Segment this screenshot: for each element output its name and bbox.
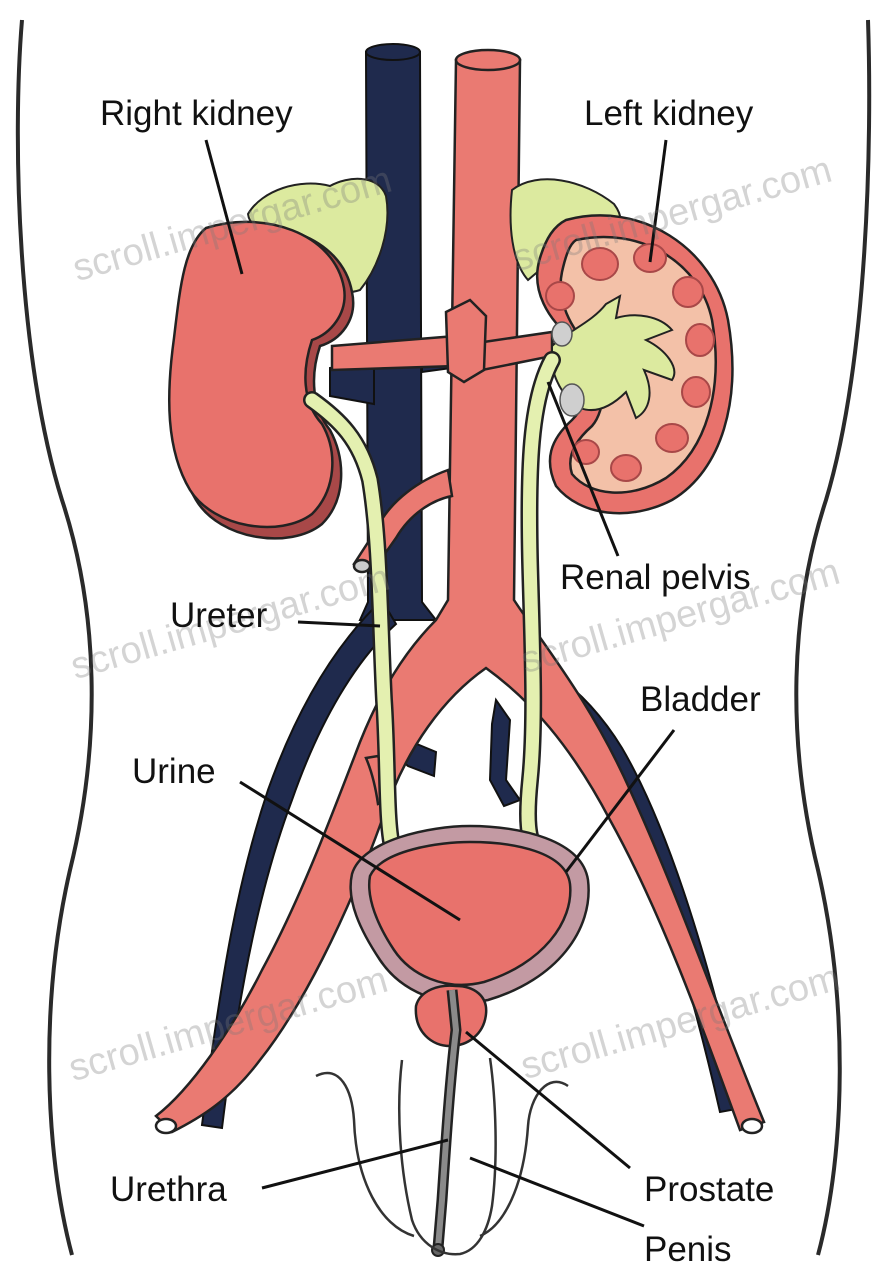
label-left-kidney: Left kidney — [584, 96, 753, 131]
label-urine: Urine — [132, 754, 216, 789]
label-right-kidney: Right kidney — [100, 96, 293, 131]
right-kidney — [169, 222, 353, 539]
label-ureter: Ureter — [170, 598, 267, 633]
label-bladder: Bladder — [640, 682, 761, 717]
label-prostate: Prostate — [644, 1172, 774, 1207]
bladder — [351, 826, 589, 1003]
label-penis: Penis — [644, 1232, 732, 1267]
label-renal-pelvis: Renal pelvis — [560, 560, 751, 595]
left-kidney — [537, 215, 732, 513]
label-urethra: Urethra — [110, 1172, 227, 1207]
